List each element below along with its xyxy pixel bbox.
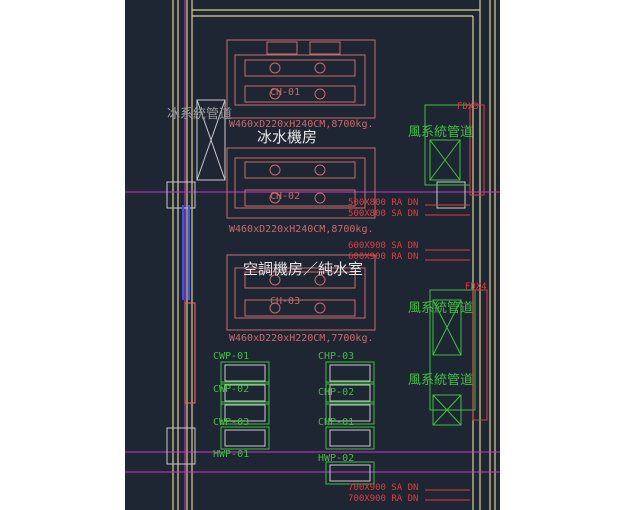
air-shafts bbox=[424, 104, 476, 426]
duct-note: 500X800 SA DN bbox=[348, 209, 419, 219]
pump-tag: HWP-02 bbox=[318, 453, 355, 464]
grid-lines bbox=[125, 0, 500, 510]
chillers bbox=[226, 39, 376, 331]
chiller-spec: W460xD220xH240CM,8700kg. bbox=[229, 119, 374, 130]
duct-leaders bbox=[425, 104, 488, 501]
chiller-tag: CH-01 bbox=[270, 87, 301, 98]
ac-room-label: 空調機房／純水室 bbox=[243, 260, 364, 278]
air-shaft-label: 風系統管道 bbox=[408, 125, 474, 140]
chiller-tag: CH-03 bbox=[270, 296, 301, 307]
pump-tag: CWP-02 bbox=[213, 384, 250, 395]
chiller-room-label: 冰水機房 bbox=[257, 128, 318, 146]
duct-note: 600X900 SA DN bbox=[348, 241, 419, 251]
chiller-spec: W460xD220xH240CM,8700kg. bbox=[229, 224, 374, 235]
air-shaft-label: 風系統管道 bbox=[408, 301, 474, 316]
pump-bases bbox=[220, 361, 375, 485]
cad-drawing: 冰系統管道 冰水機房 空調機房／純水室 風系統管道 風系統管道 風系統管道 CH… bbox=[125, 0, 500, 510]
floor-plan-linework bbox=[125, 0, 500, 510]
shaft-tag: FDX4 bbox=[465, 282, 487, 292]
pumps bbox=[224, 364, 371, 482]
pump-tag: HWP-01 bbox=[213, 449, 250, 460]
duct-note: 700X900 RA DN bbox=[348, 494, 419, 504]
pump-tag: CHP-03 bbox=[318, 351, 355, 362]
chiller-tag: CH-02 bbox=[270, 191, 301, 202]
chiller-spec: W460xD220xH220CM,7700kg. bbox=[229, 333, 374, 344]
duct-note: 500X800 RA DN bbox=[348, 198, 419, 208]
pump-tag: CHP-02 bbox=[318, 387, 355, 398]
wall-lines bbox=[172, 0, 496, 510]
ice-shaft-symbol bbox=[196, 99, 226, 181]
air-shaft-label: 風系統管道 bbox=[408, 373, 474, 388]
columns bbox=[166, 181, 466, 465]
pump-tag: CHP-01 bbox=[318, 417, 355, 428]
ice-shaft-label: 冰系統管道 bbox=[167, 107, 233, 122]
pump-tag: CWP-01 bbox=[213, 351, 250, 362]
duct-note: 700X900 SA DN bbox=[348, 483, 419, 493]
pump-tag: CWP-03 bbox=[213, 417, 250, 428]
pink-pipe bbox=[184, 302, 196, 404]
shaft-tag: FDX3 bbox=[457, 102, 479, 112]
duct-note: 600X900 RA DN bbox=[348, 252, 419, 262]
blue-pipe bbox=[182, 205, 190, 300]
